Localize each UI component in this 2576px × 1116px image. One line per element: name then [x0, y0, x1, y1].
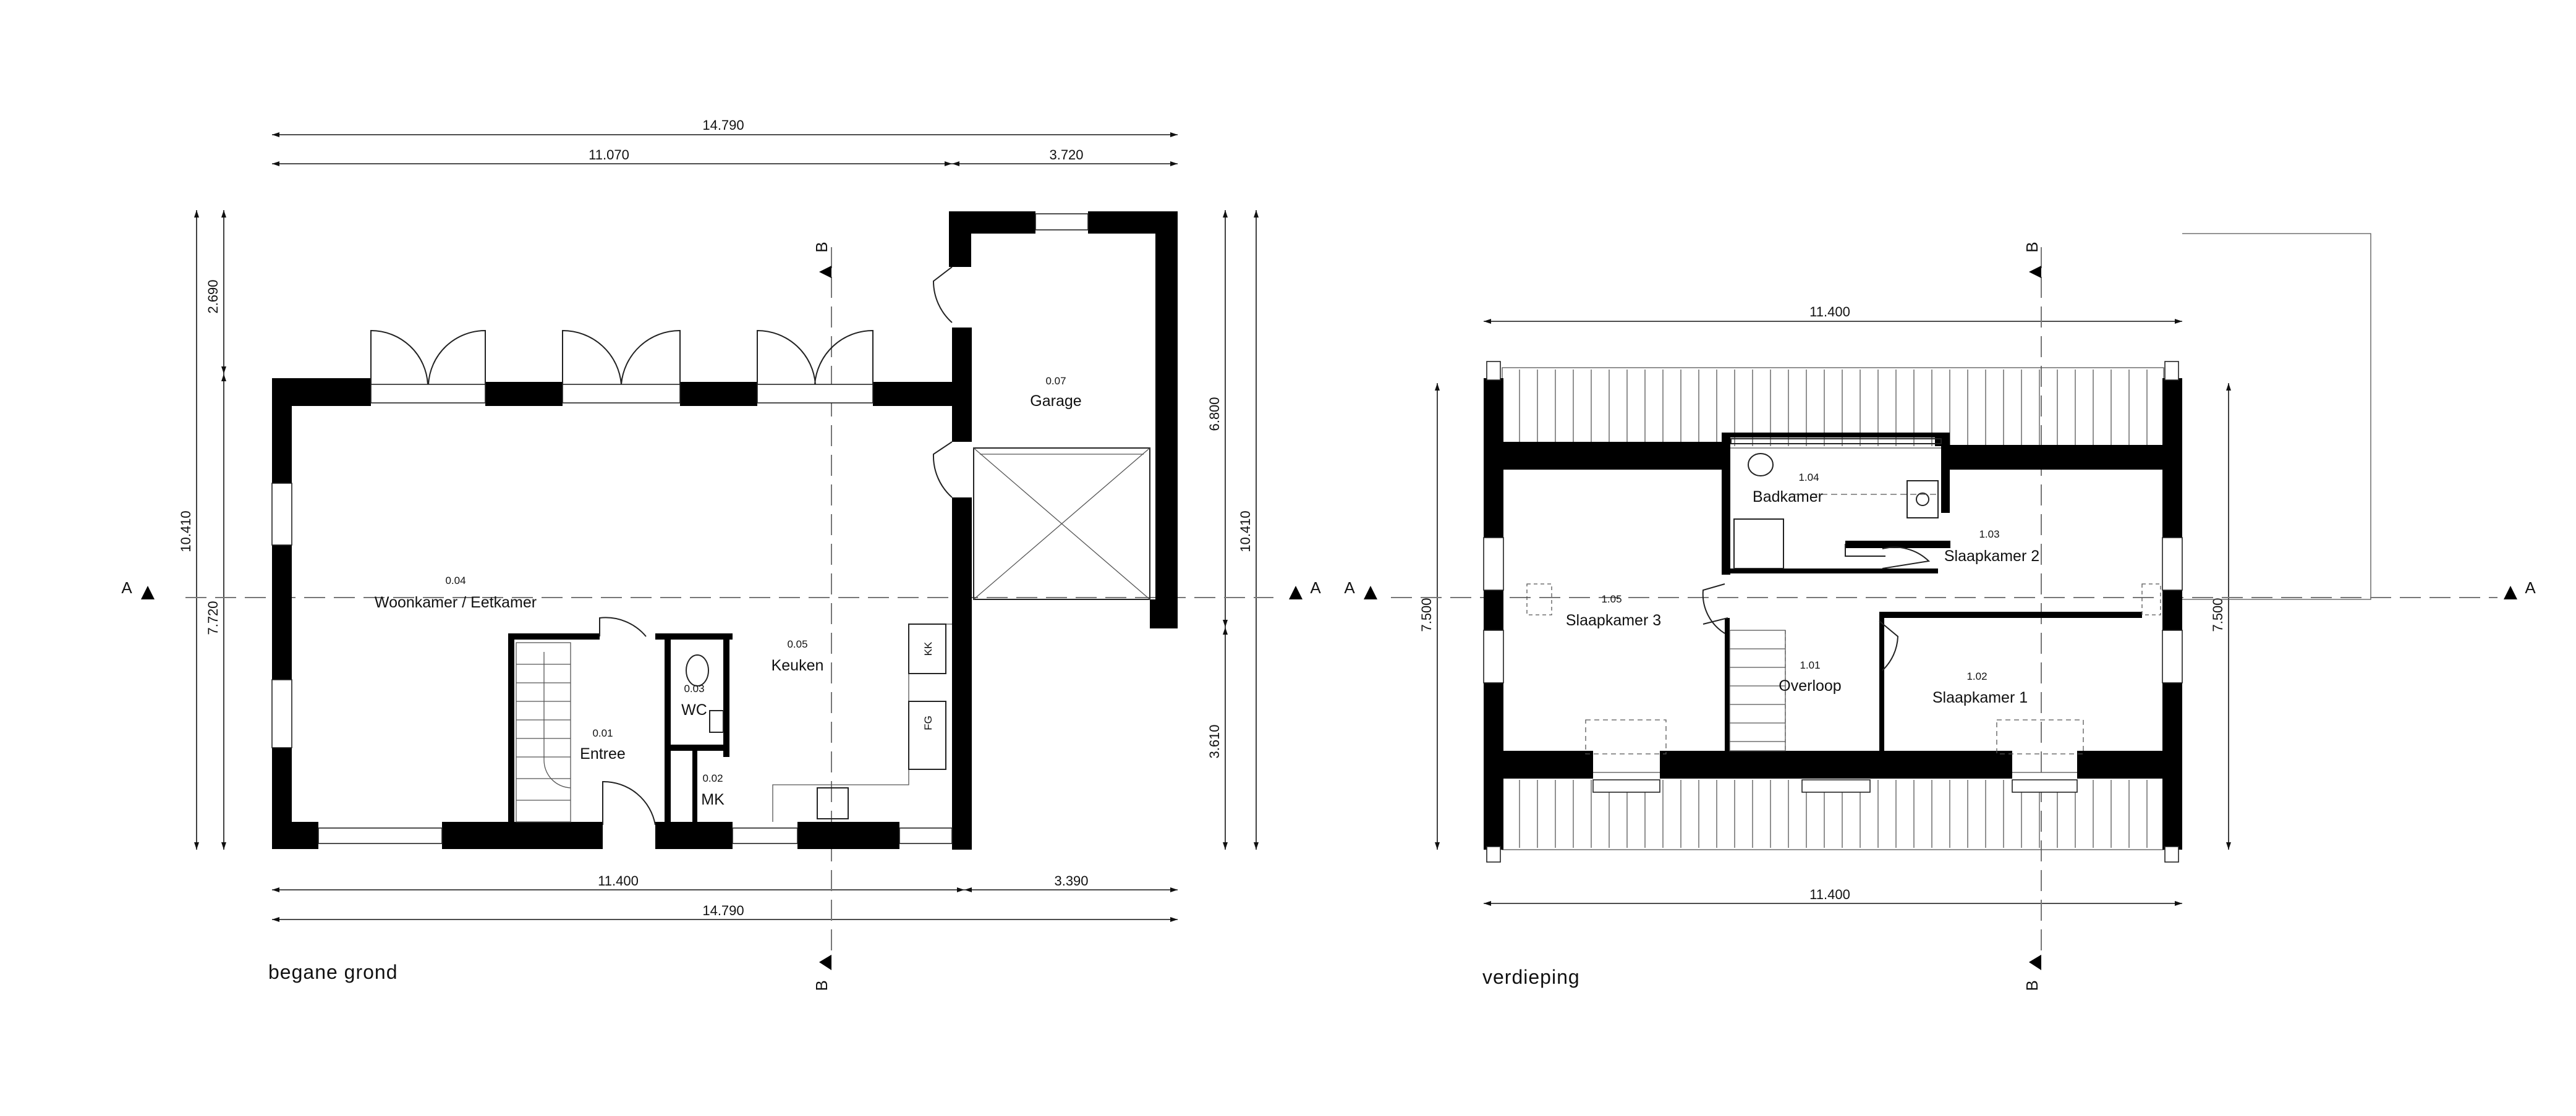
- garage-roof-outline: [2182, 233, 2371, 600]
- room-name-slaap1: Slaapkamer 1: [1932, 689, 2028, 706]
- dim-upper-top: 11.400: [1809, 304, 1850, 319]
- ground-stairs: [516, 642, 571, 822]
- ground-top-dimensions: 14.790 11.070 3.720: [272, 117, 1178, 166]
- ground-left-dimensions: 10.410 2.690 7.720: [178, 210, 226, 850]
- ground-floor-plan: 14.790 11.070 3.720 11.400 3.390 14.790: [121, 117, 1321, 991]
- room-number-slaap2: 1.03: [1979, 528, 1999, 540]
- upper-top-dimensions: 11.400: [1484, 304, 2182, 324]
- ground-walls: [272, 211, 1178, 850]
- dim-ground-right-total: 10.410: [1238, 510, 1253, 552]
- room-number-overloop: 1.01: [1800, 659, 1820, 671]
- room-number-keuken: 0.05: [787, 638, 807, 650]
- room-name-badkamer: Badkamer: [1753, 488, 1823, 505]
- upper-bottom-dimensions: 11.400: [1484, 887, 2182, 906]
- upper-left-dimensions: 7.500: [1419, 383, 1440, 850]
- ground-right-dimensions: 6.800 3.610 10.410: [1207, 210, 1259, 850]
- section-mark-a-upper-right: A: [2525, 578, 2536, 597]
- room-name-slaap2: Slaapkamer 2: [1944, 547, 2039, 565]
- section-mark-b-top: B: [812, 242, 831, 252]
- upper-stairs: [1729, 630, 1786, 751]
- section-mark-b-bottom: B: [812, 980, 831, 991]
- ground-windows: [271, 213, 1089, 844]
- room-name-overloop: Overloop: [1779, 677, 1841, 695]
- room-number-wc: 0.03: [684, 683, 704, 695]
- ground-floor-title: begane grond: [268, 961, 398, 983]
- room-number-slaap3: 1.05: [1601, 593, 1622, 605]
- room-name-mk: MK: [701, 791, 725, 808]
- dim-ground-bottom-left: 11.400: [598, 873, 639, 889]
- dim-ground-bottom-total: 14.790: [702, 903, 744, 918]
- ground-bottom-dimensions: 11.400 3.390 14.790: [272, 873, 1178, 922]
- room-name-wc: WC: [681, 701, 707, 719]
- room-name-entree: Entree: [580, 745, 626, 763]
- fixture-kk: KK: [922, 641, 934, 656]
- section-mark-a-upper-left: A: [1344, 578, 1355, 597]
- section-mark-b-upper-top: B: [2023, 242, 2041, 252]
- upper-floor-plan: 11.400 11.400 7.500 7.500: [1344, 233, 2536, 991]
- dim-ground-top-left: 11.070: [589, 147, 629, 163]
- garage-door: [973, 447, 1150, 600]
- dim-ground-bottom-right: 3.390: [1054, 873, 1088, 889]
- dim-ground-top-total: 14.790: [702, 117, 744, 133]
- kitchen-counter: KK FG: [772, 624, 952, 822]
- upper-walls: [1484, 378, 2182, 850]
- section-mark-a-left: A: [121, 578, 132, 597]
- dim-upper-right: 7.500: [2210, 598, 2225, 632]
- dim-ground-top-right: 3.720: [1049, 147, 1083, 163]
- dim-ground-right-top: 6.800: [1207, 397, 1222, 431]
- upper-doors: [1702, 544, 1931, 671]
- upper-right-dimensions: 7.500: [2210, 383, 2231, 850]
- section-mark-a-right: A: [1310, 578, 1321, 597]
- section-mark-b-upper-bottom: B: [2023, 980, 2041, 991]
- dim-ground-left-total: 10.410: [178, 510, 193, 552]
- upper-dormer-outlines: [1526, 583, 2161, 755]
- fixture-fg: FG: [922, 716, 934, 730]
- upper-windows: [1483, 361, 2183, 863]
- room-name-slaap3: Slaapkamer 3: [1566, 612, 1661, 629]
- upper-floor-title: verdieping: [1482, 966, 1580, 988]
- dim-ground-right-bottom: 3.610: [1207, 724, 1222, 758]
- room-name-garage: Garage: [1030, 392, 1081, 410]
- dim-upper-left: 7.500: [1419, 598, 1434, 632]
- dim-ground-left-top: 2.690: [205, 279, 221, 313]
- wc-toilet: [686, 654, 724, 733]
- dim-upper-bottom: 11.400: [1809, 887, 1850, 902]
- room-name-woonkamer: Woonkamer / Eetkamer: [375, 594, 537, 611]
- room-number-slaap1: 1.02: [1966, 670, 1987, 682]
- bathroom-fixtures: [1730, 438, 1942, 569]
- room-number-mk: 0.02: [702, 772, 723, 784]
- room-number-woonkamer: 0.04: [445, 575, 465, 586]
- dim-ground-left-bottom: 7.720: [205, 601, 221, 635]
- ground-french-doors: [370, 266, 953, 826]
- room-number-garage: 0.07: [1045, 375, 1066, 387]
- upper-roof-rafters: [1502, 367, 2164, 850]
- room-number-badkamer: 1.04: [1798, 471, 1819, 483]
- room-name-keuken: Keuken: [772, 657, 824, 674]
- room-number-entree: 0.01: [592, 727, 613, 739]
